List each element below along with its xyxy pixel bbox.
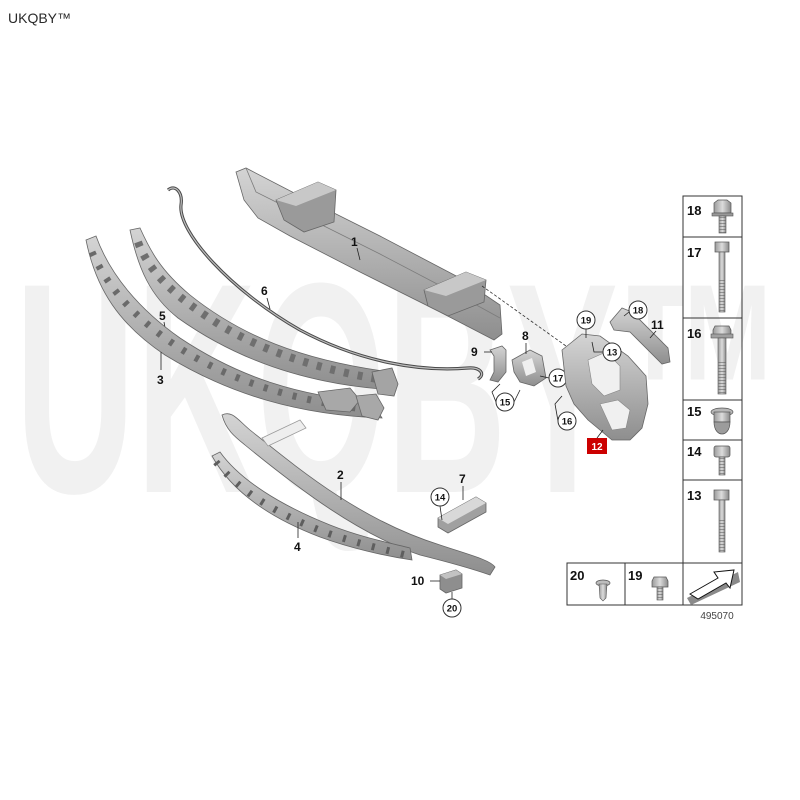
fastener-row-label: 16 [687,326,701,341]
callout-20: 20 [447,604,458,615]
leader-callout-13 [591,341,603,353]
dashed-leader-beam-bracket [481,285,567,347]
label-part-12-box [587,438,607,454]
fastener-row-label: 18 [687,203,701,218]
bolt-long-icon [714,241,730,313]
leader-part-12 [596,429,604,439]
label-part-9: 9 [471,345,478,359]
washer-nut-icon [710,407,734,435]
leader-callout-15b [513,389,521,403]
part-3-mounting-strip [85,235,385,421]
leader-callout-14 [439,505,443,521]
part-5-absorber [129,227,399,397]
bolt-short-icon [713,445,731,476]
label-part-11: 11 [651,318,664,332]
label-part-6: 6 [261,284,268,298]
part-10-clip [439,569,463,594]
part-2-lower-bar [221,413,496,576]
label-part-2: 2 [337,468,344,482]
label-part-4: 4 [294,540,301,554]
rivet-icon [595,579,611,602]
callout-20-ring [442,598,462,618]
fastener-row-label: 15 [687,404,701,419]
leader-callout-16 [554,395,563,422]
bottom-cell-label: 19 [628,568,642,583]
fastener-row-label: 17 [687,245,701,260]
part-4-grille-strip [211,451,413,561]
leader-part-1 [356,247,361,261]
callout-15: 15 [500,398,511,409]
screw-icon [651,576,669,601]
leader-callout-15 [491,383,501,403]
callout-18: 18 [633,306,644,317]
part-6-cable [166,186,484,381]
callout-13: 13 [607,348,618,359]
bottom-cell-label: 20 [570,568,584,583]
part-1-bumper-beam [235,167,503,341]
leader-part-11 [649,330,657,339]
label-part-8: 8 [522,329,529,343]
leader-callout-17 [539,375,550,379]
label-part-5: 5 [159,309,166,323]
label-part-1: 1 [351,235,358,249]
fastener-table: 18 17 16 15 14 13 [682,195,743,564]
flange-bolt-icon [710,325,734,395]
callout-17: 17 [553,374,564,385]
bottom-fastener-table: 20 19 [566,562,743,606]
fastener-row-label: 14 [687,444,702,459]
part-7-block [437,496,487,534]
callout-16-ring [557,411,577,431]
callout-14: 14 [435,493,446,504]
label-part-7: 7 [459,472,466,486]
figure-number: 495070 [700,611,734,622]
part-9-bracket [489,345,507,383]
leader-part-6 [266,297,271,310]
hex-bolt-short-icon [711,199,734,234]
label-part-3: 3 [157,373,164,387]
part-8-bracket [511,349,547,387]
bolt-medium-icon [713,489,730,553]
direction-arrow-icon [687,569,740,605]
callout-13-ring [602,342,622,362]
callout-16: 16 [562,417,573,428]
callout-19: 19 [581,316,592,327]
callout-19-ring [576,310,596,330]
callout-15-ring [495,392,515,412]
part-11-side-bracket [609,307,671,365]
label-part-10: 10 [411,574,425,588]
leader-callout-18 [623,311,630,317]
callout-18-ring [628,300,648,320]
callout-14-ring [430,487,450,507]
part-12-bracket [561,333,649,441]
label-part-12: 12 [591,442,603,453]
fastener-row-label: 13 [687,488,701,503]
brand-title: UKQBY™ [8,10,71,26]
